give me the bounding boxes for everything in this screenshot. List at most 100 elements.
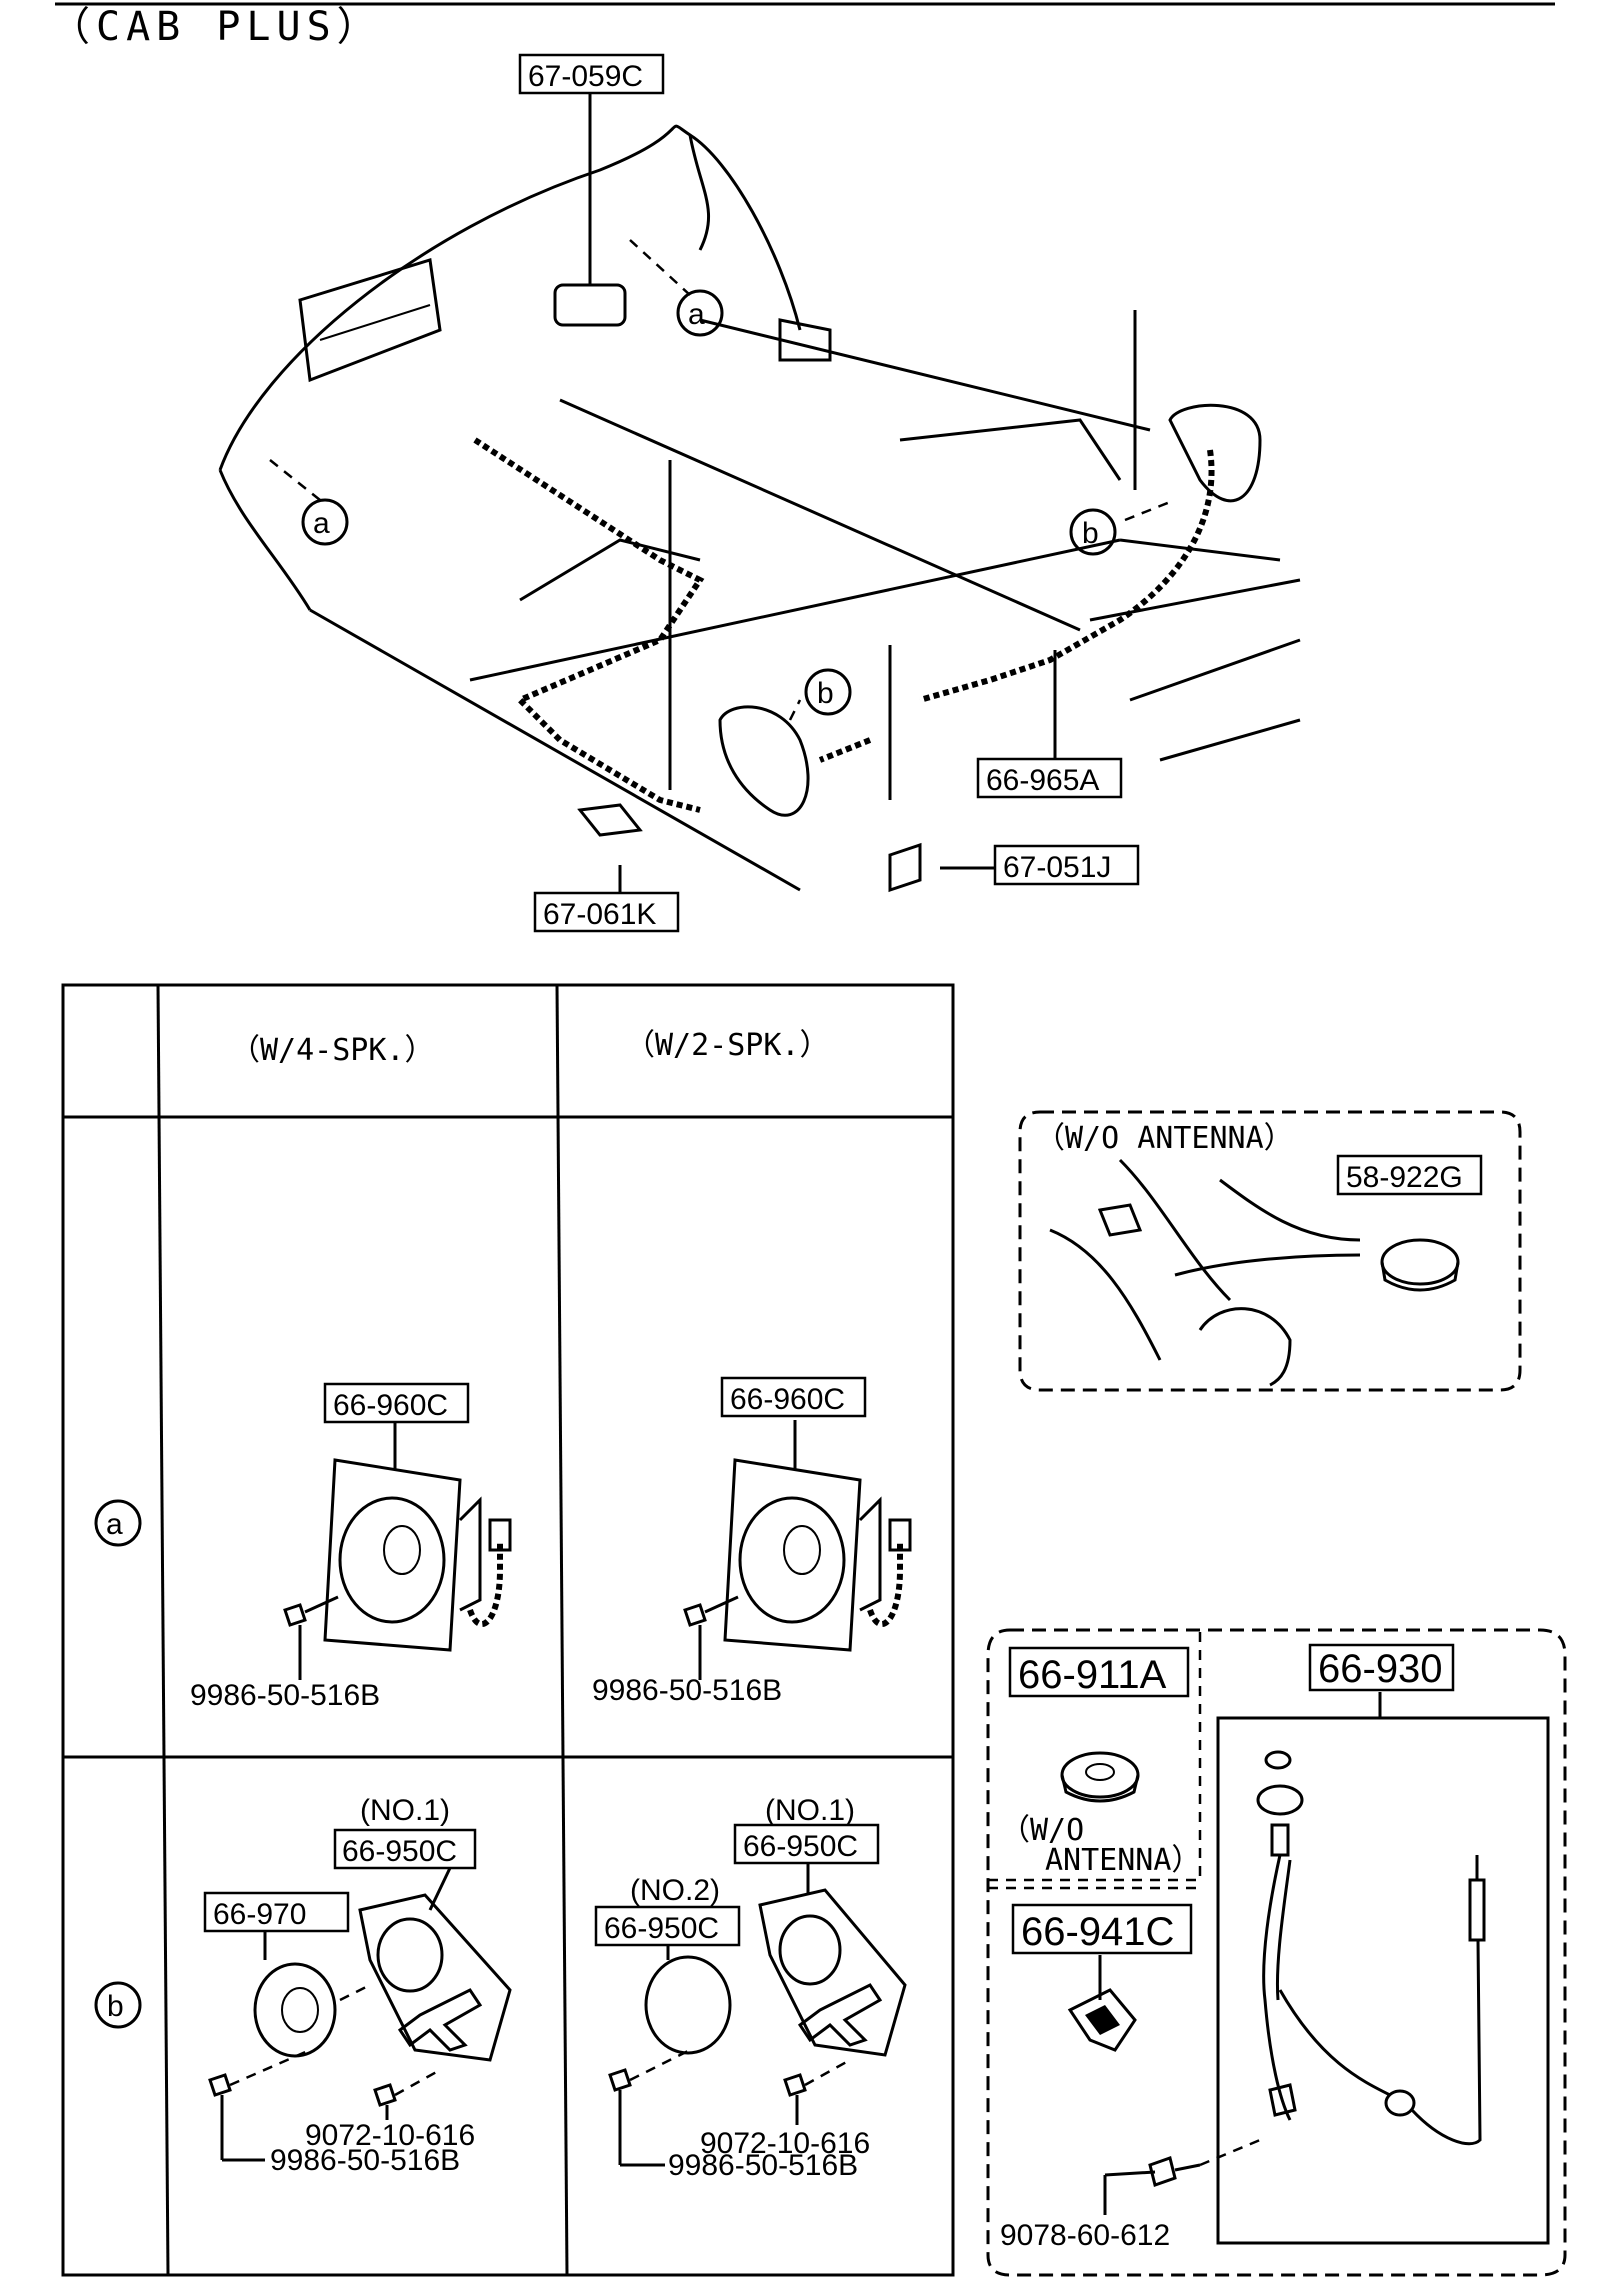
- note-wo-antenna-1: （W/O: [1000, 1813, 1084, 1848]
- screw-shank: [304, 1595, 339, 1614]
- leader-9078: [1104, 2170, 1156, 2177]
- floor-back-line: [699, 318, 1151, 432]
- cab-rear-pillar: [689, 133, 802, 331]
- tweeter-dome: [281, 1987, 319, 2033]
- part-label-9986-50-516B-a2: 9986-50-516B: [592, 1674, 782, 1707]
- bracket-hole: [376, 1917, 444, 1993]
- part-label-66-960C-a4: 66-960C: [333, 1389, 448, 1422]
- harness-right: [919, 449, 1215, 703]
- speaker-connector: [488, 1518, 512, 1552]
- table-outer: [61, 983, 955, 2277]
- fender-line: [1049, 1228, 1162, 1361]
- bracket-cross: [797, 1983, 883, 2047]
- grommet-part: [1060, 1751, 1140, 1803]
- label-box-66-911A: [1008, 1646, 1190, 1698]
- part-note-no1-b4: (NO.1): [360, 1794, 450, 1827]
- right-speaker-cover: [1168, 403, 1262, 503]
- screw-head-1: [608, 2068, 632, 2092]
- door-lower-line: [1089, 578, 1301, 622]
- tweeter-body: [253, 1962, 337, 2058]
- part-label-9072-10-616-b4: 9072-10-616: [305, 2119, 475, 2152]
- antenna-assembly: [1256, 1750, 1486, 2146]
- part-label-67-059C: 67-059C: [528, 60, 643, 93]
- inset-fender-illustration: [1049, 1158, 1460, 1387]
- speaker-dome: [783, 1525, 821, 1575]
- rear-window-frame: [298, 258, 442, 383]
- arrow-b-right: [1124, 498, 1176, 522]
- part-label-66-960C-a2: 66-960C: [730, 1383, 845, 1416]
- speaker-frame: [723, 1458, 862, 1652]
- antenna-bezel: [1256, 1784, 1304, 1816]
- bracket-plate: [358, 1893, 512, 2062]
- screw-head-2: [783, 2073, 807, 2097]
- callout-b-right: [1069, 508, 1117, 556]
- grommet-base: [1060, 1774, 1140, 1803]
- part-note-no2-b2: (NO.2): [630, 1874, 720, 1907]
- cover-plate: [644, 1955, 732, 2055]
- label-box-66-950C-b4: [333, 1828, 477, 1870]
- rear-window-inner: [319, 304, 431, 341]
- cab-interior-overview: [218, 60, 1301, 895]
- label-box-66-970: [203, 1891, 350, 1933]
- antenna-lead-cable: [1262, 1854, 1292, 2121]
- floor-left-edge: [309, 608, 801, 892]
- label-box-67-051J: [993, 844, 1140, 886]
- speaker-magnet: [458, 1496, 482, 1612]
- row-callout-a: [94, 1499, 142, 1547]
- screw-arrow-2: [394, 2068, 441, 2097]
- table-col-divider-2: [555, 984, 569, 2276]
- door-sill: [1119, 538, 1281, 562]
- callout-a-top: [676, 289, 724, 337]
- callout-b-left: [804, 668, 852, 716]
- bracket-slot: [1085, 2005, 1120, 2035]
- screw-arrow-1: [629, 2048, 691, 2082]
- label-box-66-941C: [1011, 1903, 1193, 1955]
- page-title: （CAB PLUS）: [50, 4, 383, 50]
- callout-b-right-text: b: [1082, 517, 1099, 550]
- part-label-67-061K: 67-061K: [543, 898, 656, 931]
- dome-lamp-pad: [553, 283, 627, 327]
- part-label-9986-50-516B-b2: 9986-50-516B: [668, 2149, 858, 2182]
- door-side-line-2: [1159, 718, 1301, 762]
- inset-wo-antenna-title: （W/O ANTENNA）: [1035, 1121, 1294, 1156]
- screw-head-1: [208, 2073, 232, 2097]
- seat-cushion: [519, 538, 701, 602]
- speaker-frame: [323, 1458, 462, 1652]
- part-label-9986-50-516B-b4: 9986-50-516B: [270, 2144, 460, 2177]
- screw-head: [283, 1603, 307, 1627]
- bracket-2spk-b: [608, 1862, 907, 2167]
- antenna-lead-cable-2: [1276, 1859, 1292, 2001]
- antenna-frame: [1216, 1716, 1550, 2245]
- part-note-no1-b2: (NO.1): [765, 1794, 855, 1827]
- col-header-2spk: （W/2-SPK.）: [625, 1028, 830, 1063]
- speaker-connector: [888, 1518, 912, 1552]
- floor-tunnel: [899, 418, 1122, 481]
- antenna-connector: [1468, 1878, 1486, 1942]
- antenna-plug: [1380, 1238, 1460, 1286]
- antenna-nut: [1264, 1750, 1292, 1770]
- speaker-magnet: [858, 1496, 882, 1612]
- tweeter-arrow: [339, 1983, 371, 2002]
- inset-wo-antenna-border: [1018, 1110, 1522, 1392]
- cab-roof-outline: [218, 124, 711, 471]
- speaker-table: [61, 983, 955, 2277]
- body-line: [1219, 1178, 1361, 1242]
- floor-center-line: [559, 398, 1081, 632]
- tweeter-4spk-b: [208, 1867, 512, 2162]
- row-callout-a-text: a: [106, 1508, 123, 1541]
- part-label-66-941C: 66-941C: [1021, 1910, 1174, 1954]
- wheel-arch: [1198, 1307, 1292, 1387]
- col-header-4spk: （W/4-SPK.）: [230, 1033, 435, 1068]
- grommet-hole: [1085, 1763, 1115, 1781]
- callout-b-left-text: b: [817, 677, 834, 710]
- antenna-cable: [1174, 1253, 1361, 1277]
- part-label-9986-50-516B-a4: 9986-50-516B: [190, 1679, 380, 1712]
- fender-line-2: [1118, 1158, 1232, 1302]
- screw-shank: [1174, 2163, 1201, 2172]
- speaker-cone: [738, 1496, 846, 1624]
- part-label-9078-60-612: 9078-60-612: [1000, 2219, 1170, 2252]
- callout-a-left-text: a: [313, 507, 330, 540]
- grommet-top: [1060, 1751, 1140, 1799]
- antenna-group-border: [986, 1628, 1567, 2277]
